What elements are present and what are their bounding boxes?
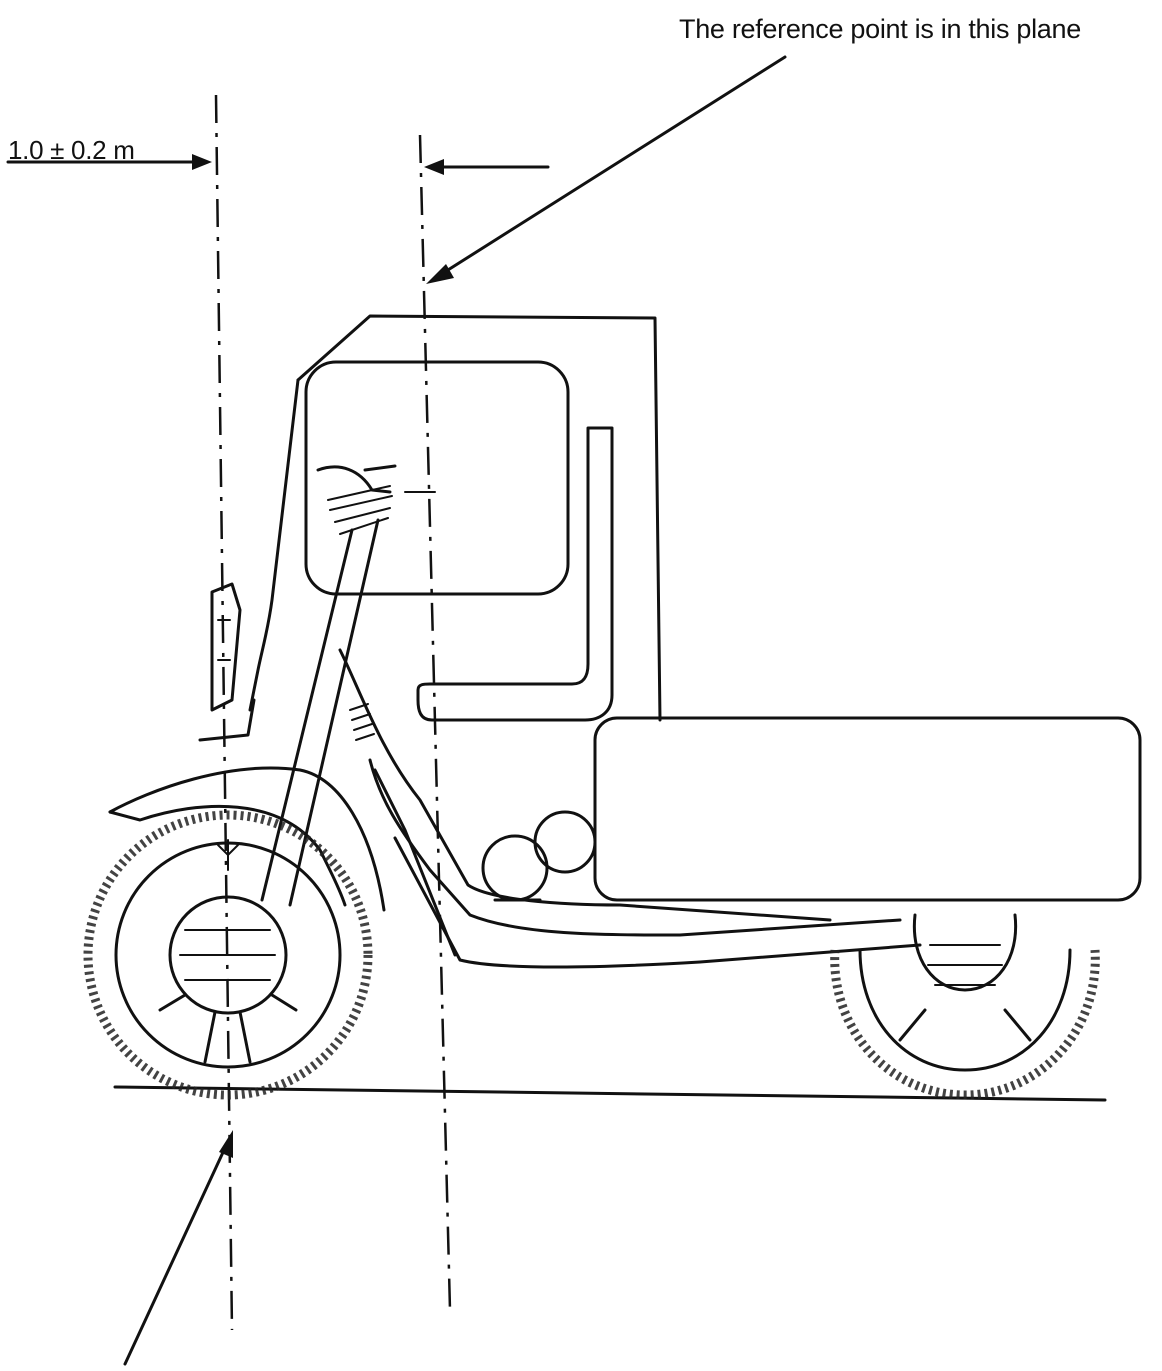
distance-label: 1.0 ± 0.2 m: [8, 135, 135, 165]
engine: [481, 810, 597, 902]
front-wheel: [83, 810, 373, 1100]
cabin: [248, 314, 662, 722]
reference-leader-arrow: [426, 55, 787, 284]
cargo-box: [593, 716, 1142, 902]
floor-frame: [338, 648, 922, 969]
bottom-leader-arrow: [123, 1130, 233, 1366]
reference-plane-line: [418, 134, 452, 1311]
rear-wheel: [830, 913, 1100, 1100]
front-plane-line: [214, 94, 234, 1331]
distance-dimension: [6, 154, 550, 175]
front-fender: [108, 698, 386, 912]
reference-plane-label: The reference point is in this plane: [679, 14, 1081, 44]
handlebar: [316, 464, 436, 535]
headlight: [210, 582, 242, 712]
cabin-window: [304, 360, 570, 596]
